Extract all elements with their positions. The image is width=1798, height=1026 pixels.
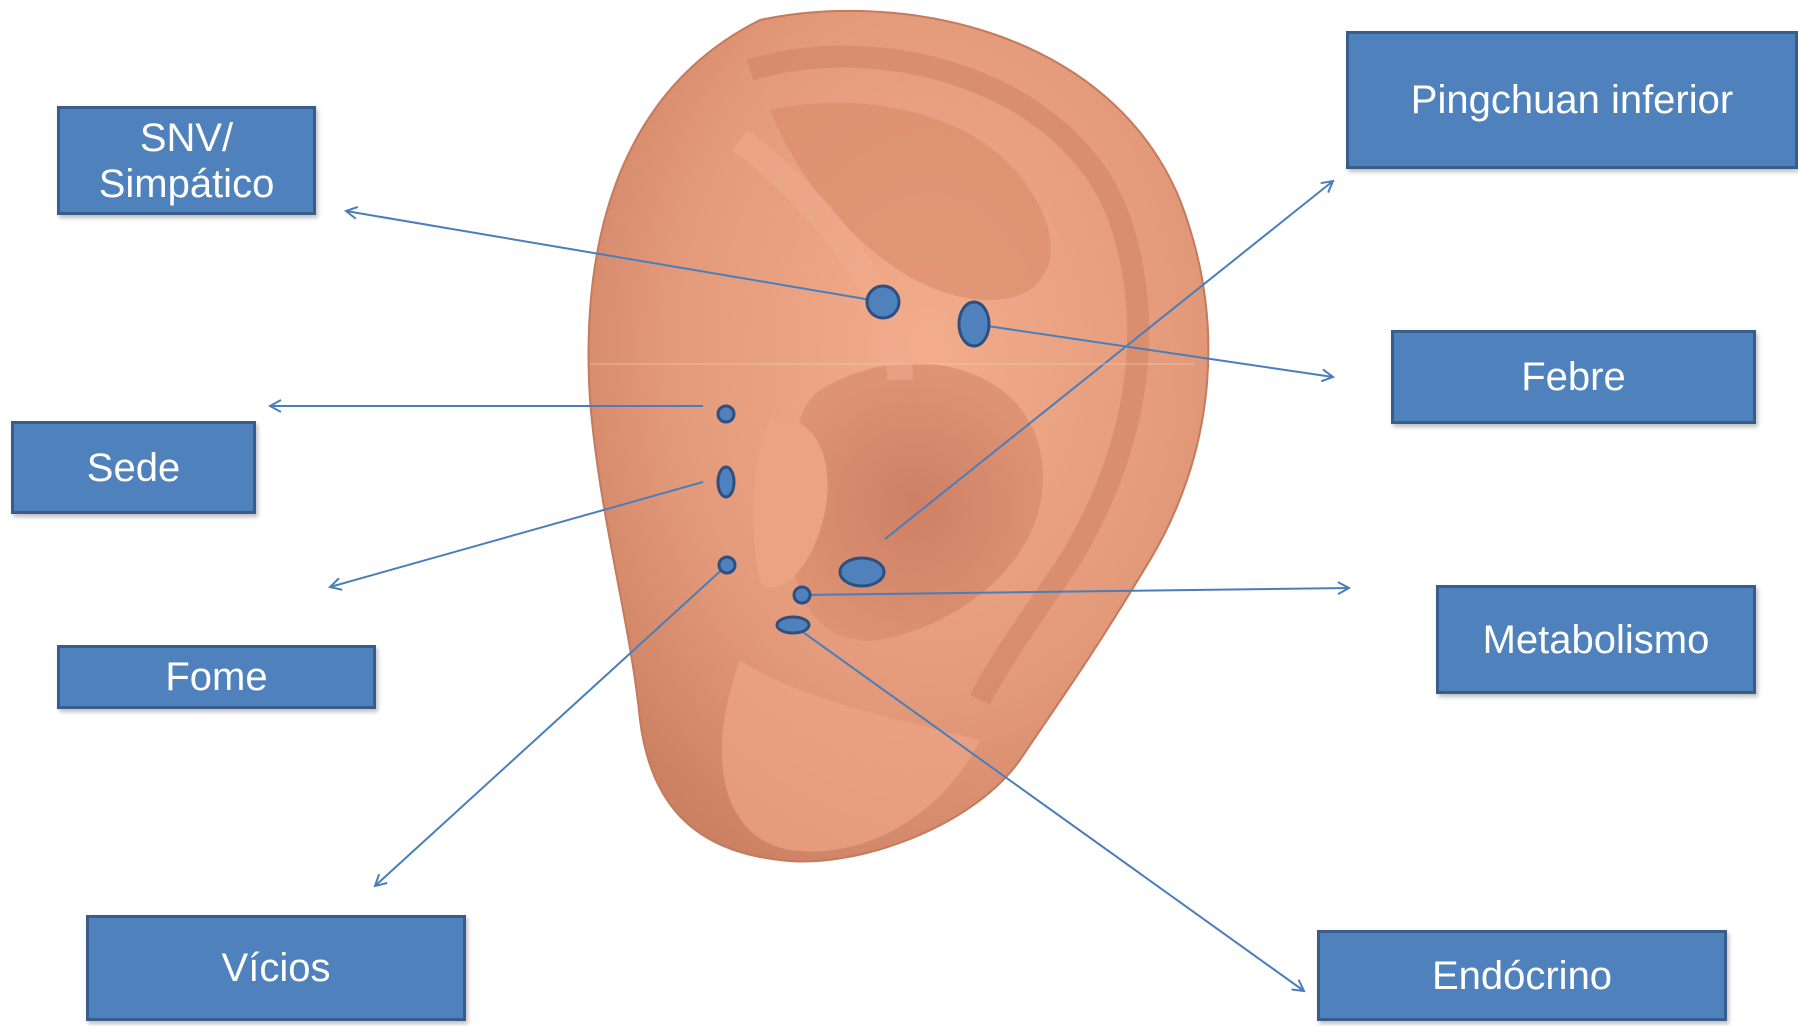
label-pingchuan-text: Pingchuan inferior xyxy=(1411,77,1733,123)
label-sede: Sede xyxy=(11,421,256,514)
point-pingchuan xyxy=(840,558,884,586)
label-febre-text: Febre xyxy=(1521,354,1626,400)
point-metabolismo xyxy=(794,587,810,603)
point-sede xyxy=(718,406,734,422)
label-fome: Fome xyxy=(57,645,376,709)
label-fome-text: Fome xyxy=(165,654,267,700)
point-fome xyxy=(718,467,734,497)
point-endocrino xyxy=(777,617,809,633)
label-vicios: Vícios xyxy=(86,915,466,1021)
label-endocrino-text: Endócrino xyxy=(1432,953,1612,999)
label-vicios-text: Vícios xyxy=(222,945,331,991)
label-pingchuan-inferior: Pingchuan inferior xyxy=(1346,31,1798,169)
label-metabolismo: Metabolismo xyxy=(1436,585,1756,694)
label-snv-text: SNV/ Simpático xyxy=(99,115,275,207)
point-febre xyxy=(959,302,989,346)
label-febre: Febre xyxy=(1391,330,1756,424)
point-vicios xyxy=(719,557,735,573)
label-snv-simpatico: SNV/ Simpático xyxy=(57,106,316,215)
label-endocrino: Endócrino xyxy=(1317,930,1727,1021)
label-sede-text: Sede xyxy=(87,445,180,491)
point-snv xyxy=(867,286,899,318)
label-metabolismo-text: Metabolismo xyxy=(1483,617,1710,663)
